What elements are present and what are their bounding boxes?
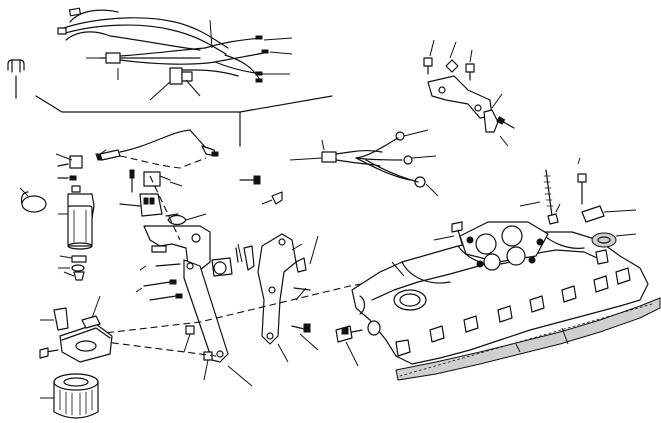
fuel-filter-base	[39, 295, 113, 363]
wiring-harness	[57, 7, 269, 85]
support-bracket	[135, 225, 253, 387]
leader-lines	[55, 19, 569, 353]
spring-clip	[239, 175, 283, 205]
intake-manifold	[351, 221, 649, 365]
harness-bracket-line	[35, 95, 333, 147]
throttle-link	[211, 233, 319, 363]
electric-fuel-pump	[57, 155, 95, 281]
bracket-icon	[7, 59, 25, 99]
ignition-coil-harness	[289, 129, 439, 197]
mounting-bracket-assembly	[423, 39, 515, 147]
temperature-sensor	[335, 325, 363, 367]
hose-clamp	[19, 187, 47, 213]
spin-on-oil-filter	[40, 373, 99, 419]
relay	[119, 171, 183, 217]
sending-unit	[129, 169, 207, 226]
stud	[519, 169, 559, 225]
alignment-dashes	[89, 175, 399, 357]
carburetor-stud-kit	[433, 157, 637, 265]
manifold-gasket	[395, 297, 661, 381]
fuel-line	[95, 129, 219, 169]
